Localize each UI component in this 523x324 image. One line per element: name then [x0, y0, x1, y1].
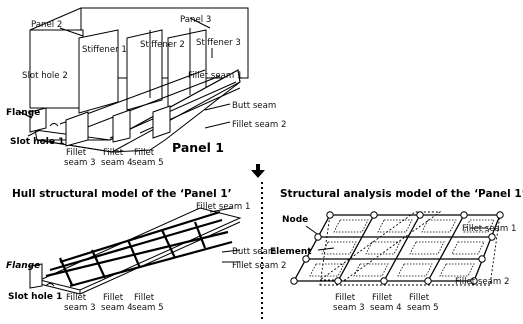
label-fillet-seam5-top-b: seam 5 — [132, 158, 164, 168]
node-marker — [327, 212, 333, 218]
label-flange-top: Flange — [6, 108, 40, 118]
label-panel2: Panel 2 — [31, 20, 62, 30]
node-marker — [489, 234, 495, 240]
label-slot-hole2: Slot hole 2 — [22, 71, 68, 81]
hull-label-slot-hole1: Slot hole 1 — [8, 292, 62, 302]
analysis-label-fillet-seam5-a: Fillet — [409, 293, 430, 303]
analysis-label-fillet-seam4-a: Fillet — [372, 293, 393, 303]
analysis-model-title: Structural analysis model of the ‘Panel … — [280, 188, 523, 200]
label-fillet-seam4-top-a: Fillet — [103, 148, 124, 158]
analysis-label-fillet-seam2: Fillet seam 2 — [455, 277, 509, 287]
hull-model-title: Hull structural model of the ‘Panel 1’ — [12, 188, 232, 200]
analysis-label-element: Element — [270, 247, 312, 257]
analysis-label-fillet-seam4-b: seam 4 — [370, 303, 402, 313]
analysis-label-fillet-seam3-a: Fillet — [335, 293, 356, 303]
slot-hole1 — [50, 124, 58, 127]
analysis-label-fillet-seam1: Fillet seam 1 — [462, 224, 516, 234]
label-stiffener3: Stiffener 3 — [196, 38, 241, 48]
node-marker — [291, 278, 297, 284]
node-marker — [461, 212, 467, 218]
node-marker — [479, 256, 485, 262]
label-butt-seam-top: Butt seam — [232, 101, 276, 111]
hull-label-flange: Flange — [6, 261, 40, 271]
label-fillet-seam1-top: Fillet seam 1 — [188, 71, 242, 81]
analysis-nodes — [291, 212, 503, 284]
label-stiffener1: Stiffener 1 — [82, 45, 127, 55]
label-fillet-seam4-top-b: seam 4 — [101, 158, 133, 168]
hull-label-fillet-seam4-a: Fillet — [103, 293, 124, 303]
hull-label-fillet-seam5-a: Fillet — [134, 293, 155, 303]
node-marker — [425, 278, 431, 284]
analysis-label-fillet-seam5-b: seam 5 — [407, 303, 439, 313]
label-fillet-seam5-top-a: Fillet — [134, 148, 155, 158]
hull-model-figure — [30, 208, 240, 294]
label-fillet-seam3-top-a: Fillet — [66, 148, 87, 158]
hull-label-fillet-seam5-b: seam 5 — [132, 303, 164, 313]
node-marker — [417, 212, 423, 218]
label-slot-hole1-top: Slot hole 1 — [10, 137, 64, 147]
analysis-label-fillet-seam3-b: seam 3 — [333, 303, 365, 313]
label-panel3: Panel 3 — [180, 15, 211, 25]
down-arrow-icon — [251, 164, 265, 178]
label-stiffener2: Stiffener 2 — [140, 40, 185, 50]
label-panel1: Panel 1 — [172, 140, 224, 155]
label-fillet-seam3-top-b: seam 3 — [64, 158, 96, 168]
hull-label-fillet-seam3-b: seam 3 — [64, 303, 96, 313]
node-marker — [315, 234, 321, 240]
analysis-label-node: Node — [282, 215, 308, 225]
node-marker — [335, 278, 341, 284]
hull-label-fillet-seam3-a: Fillet — [66, 293, 87, 303]
hull-label-fillet-seam1: Fillet seam 1 — [196, 202, 250, 212]
label-fillet-seam2-top: Fillet seam 2 — [232, 120, 286, 130]
node-marker — [497, 212, 503, 218]
analysis-model-figure — [294, 212, 500, 285]
hull-label-fillet-seam4-b: seam 4 — [101, 303, 133, 313]
stiffener1-web — [79, 30, 118, 113]
panel2-plate — [30, 30, 83, 108]
node-marker — [381, 278, 387, 284]
hull-label-fillet-seam2: Fillet seam 2 — [232, 261, 286, 271]
node-marker — [371, 212, 377, 218]
